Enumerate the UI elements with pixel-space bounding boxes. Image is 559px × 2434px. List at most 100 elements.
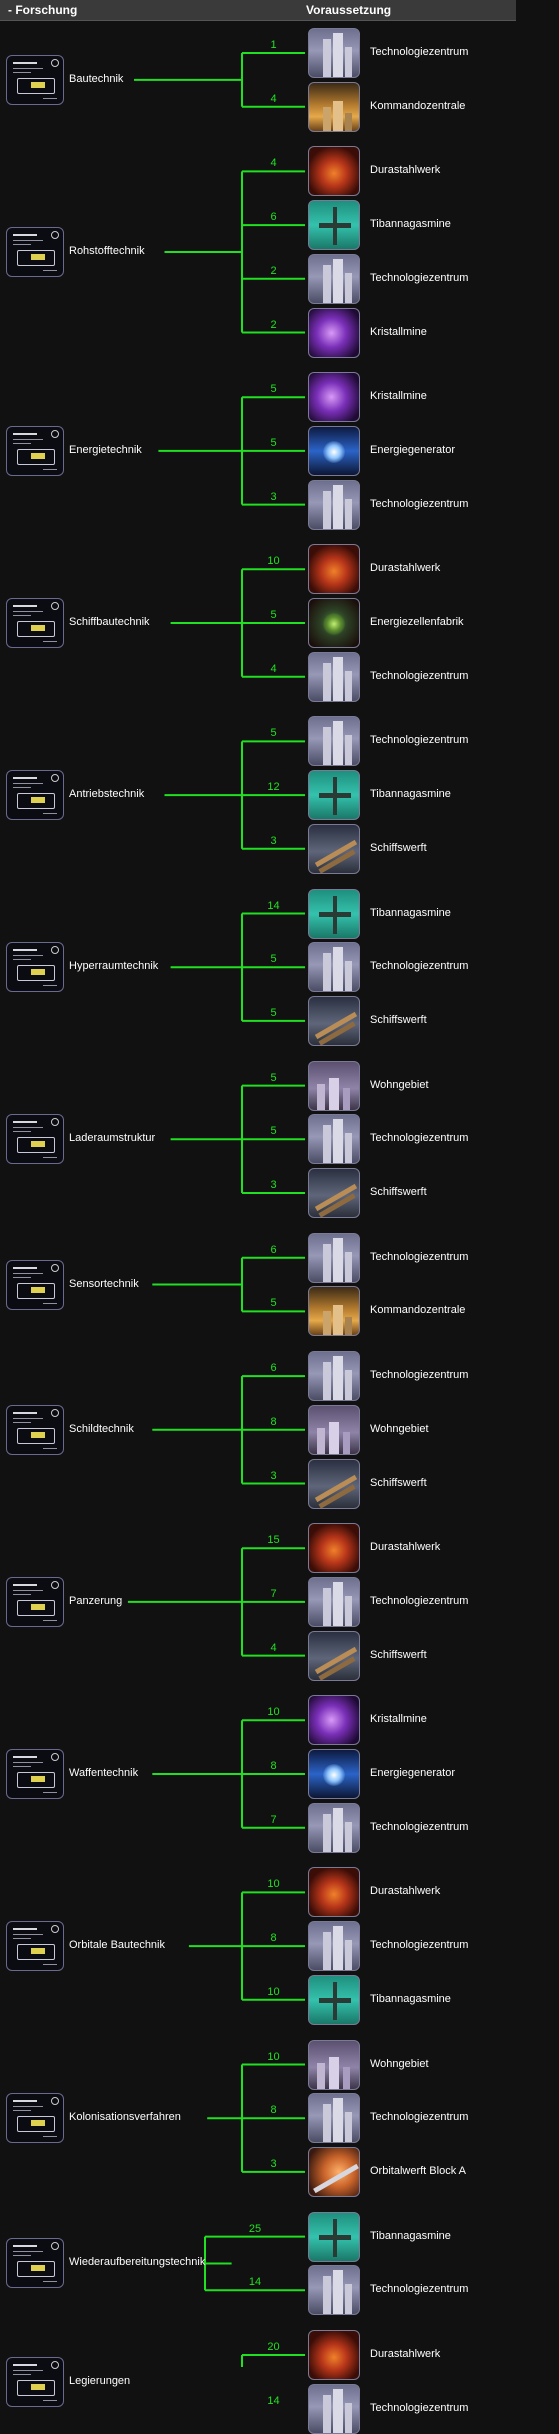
building-thumbnail[interactable]: [308, 544, 360, 595]
research-thumbnail[interactable]: [6, 54, 64, 105]
research-thumbnail[interactable]: [6, 770, 64, 821]
building-thumbnail[interactable]: [308, 1286, 360, 1337]
building-thumbnail[interactable]: [308, 253, 360, 304]
building-thumbnail[interactable]: [308, 1458, 360, 1509]
building-name[interactable]: Wohngebiet: [370, 2057, 429, 2070]
building-name[interactable]: Technologiezentrum: [370, 1250, 469, 1263]
research-thumbnail[interactable]: [6, 2356, 64, 2407]
building-name[interactable]: Kristallmine: [370, 390, 427, 403]
building-thumbnail[interactable]: [308, 2093, 360, 2144]
building-thumbnail[interactable]: [308, 1695, 360, 1746]
building-name[interactable]: Wohngebiet: [370, 1422, 429, 1435]
building-thumbnail[interactable]: [308, 1867, 360, 1918]
building-thumbnail[interactable]: [308, 425, 360, 476]
building-thumbnail[interactable]: [308, 823, 360, 874]
building-thumbnail[interactable]: [308, 2039, 360, 2090]
building-name[interactable]: Durastahlwerk: [370, 164, 441, 177]
building-thumbnail[interactable]: [308, 1114, 360, 1165]
research-name[interactable]: Orbitale Bautechnik: [69, 1939, 165, 1952]
building-thumbnail[interactable]: [308, 2265, 360, 2316]
building-name[interactable]: Technologiezentrum: [370, 46, 469, 58]
research-thumbnail[interactable]: [6, 942, 64, 993]
research-thumbnail[interactable]: [6, 1114, 64, 1165]
building-name[interactable]: Kristallmine: [370, 325, 427, 338]
building-thumbnail[interactable]: [308, 1232, 360, 1283]
building-name[interactable]: Tibannagasmine: [370, 906, 451, 919]
building-thumbnail[interactable]: [308, 1523, 360, 1574]
research-name[interactable]: Bautechnik: [69, 72, 124, 85]
building-name[interactable]: Technologiezentrum: [370, 2283, 469, 2296]
building-thumbnail[interactable]: [308, 942, 360, 993]
building-thumbnail[interactable]: [308, 307, 360, 358]
building-name[interactable]: Tibannagasmine: [370, 1992, 451, 2005]
building-thumbnail[interactable]: [308, 598, 360, 648]
building-thumbnail[interactable]: [308, 28, 360, 78]
research-thumbnail[interactable]: [6, 598, 64, 648]
building-thumbnail[interactable]: [308, 81, 360, 132]
building-name[interactable]: Tibannagasmine: [370, 218, 451, 231]
building-name[interactable]: Energiegenerator: [370, 1767, 456, 1779]
research-name[interactable]: Antriebstechnik: [69, 788, 145, 801]
building-thumbnail[interactable]: [308, 372, 360, 423]
research-name[interactable]: Wiederaufbereitungstechnik: [69, 2256, 206, 2269]
building-name[interactable]: Schiffswerft: [370, 1476, 427, 1489]
building-name[interactable]: Technologiezentrum: [370, 1939, 469, 1952]
building-thumbnail[interactable]: [308, 479, 360, 530]
building-name[interactable]: Technologiezentrum: [370, 1820, 469, 1833]
research-thumbnail[interactable]: [6, 2238, 64, 2289]
research-name[interactable]: Laderaumstruktur: [69, 1132, 156, 1145]
building-thumbnail[interactable]: [308, 1921, 360, 1972]
research-name[interactable]: Waffentechnik: [69, 1767, 139, 1779]
building-name[interactable]: Technologiezentrum: [370, 1369, 469, 1382]
building-name[interactable]: Durastahlwerk: [370, 1541, 441, 1554]
building-name[interactable]: Tibannagasmine: [370, 788, 451, 801]
research-name[interactable]: Kolonisationsverfahren: [69, 2111, 181, 2124]
building-thumbnail[interactable]: [308, 2211, 360, 2262]
research-name[interactable]: Panzerung: [69, 1594, 123, 1607]
building-name[interactable]: Schiffswerft: [370, 1013, 427, 1026]
building-name[interactable]: Kommandozentrale: [370, 1304, 466, 1317]
building-name[interactable]: Technologiezentrum: [370, 497, 469, 510]
building-thumbnail[interactable]: [308, 888, 360, 939]
building-thumbnail[interactable]: [308, 995, 360, 1046]
research-column-header[interactable]: - Forschung: [8, 3, 78, 17]
research-name[interactable]: Schildtechnik: [69, 1422, 134, 1435]
building-thumbnail[interactable]: [308, 770, 360, 821]
building-name[interactable]: Durastahlwerk: [370, 562, 441, 575]
building-thumbnail[interactable]: [308, 1060, 360, 1111]
research-thumbnail[interactable]: [6, 226, 64, 277]
building-thumbnail[interactable]: [308, 1802, 360, 1853]
building-name[interactable]: Technologiezentrum: [370, 2401, 469, 2414]
building-name[interactable]: Kommandozentrale: [370, 99, 466, 112]
research-thumbnail[interactable]: [6, 1404, 64, 1455]
building-thumbnail[interactable]: [308, 1168, 360, 1218]
research-thumbnail[interactable]: [6, 1576, 64, 1627]
building-name[interactable]: Technologiezentrum: [370, 2111, 469, 2124]
building-thumbnail[interactable]: [308, 1974, 360, 2025]
research-name[interactable]: Sensortechnik: [69, 1277, 139, 1290]
building-name[interactable]: Durastahlwerk: [370, 1885, 441, 1898]
research-name[interactable]: Hyperraumtechnik: [69, 960, 159, 973]
building-name[interactable]: Technologiezentrum: [370, 669, 469, 682]
building-name[interactable]: Schiffswerft: [370, 1648, 427, 1661]
building-name[interactable]: Schiffswerft: [370, 841, 427, 854]
research-thumbnail[interactable]: [6, 1921, 64, 1972]
building-name[interactable]: Technologiezentrum: [370, 271, 469, 284]
building-name[interactable]: Orbitalwerft Block A: [370, 2164, 466, 2177]
research-thumbnail[interactable]: [6, 1749, 64, 1799]
building-name[interactable]: Technologiezentrum: [370, 1594, 469, 1607]
building-name[interactable]: Technologiezentrum: [370, 1132, 469, 1145]
research-thumbnail[interactable]: [6, 1259, 64, 1310]
building-thumbnail[interactable]: [308, 1630, 360, 1681]
building-name[interactable]: Wohngebiet: [370, 1078, 429, 1091]
research-thumbnail[interactable]: [6, 425, 64, 476]
building-thumbnail[interactable]: [308, 1749, 360, 1799]
building-thumbnail[interactable]: [308, 1404, 360, 1455]
building-name[interactable]: Energiegenerator: [370, 443, 456, 456]
research-name[interactable]: Rohstofftechnik: [69, 244, 145, 257]
research-name[interactable]: Schiffbautechnik: [69, 616, 150, 628]
building-name[interactable]: Technologiezentrum: [370, 960, 469, 973]
research-name[interactable]: Energietechnik: [69, 443, 142, 456]
research-name[interactable]: Legierungen: [69, 2374, 131, 2387]
building-thumbnail[interactable]: [308, 716, 360, 767]
